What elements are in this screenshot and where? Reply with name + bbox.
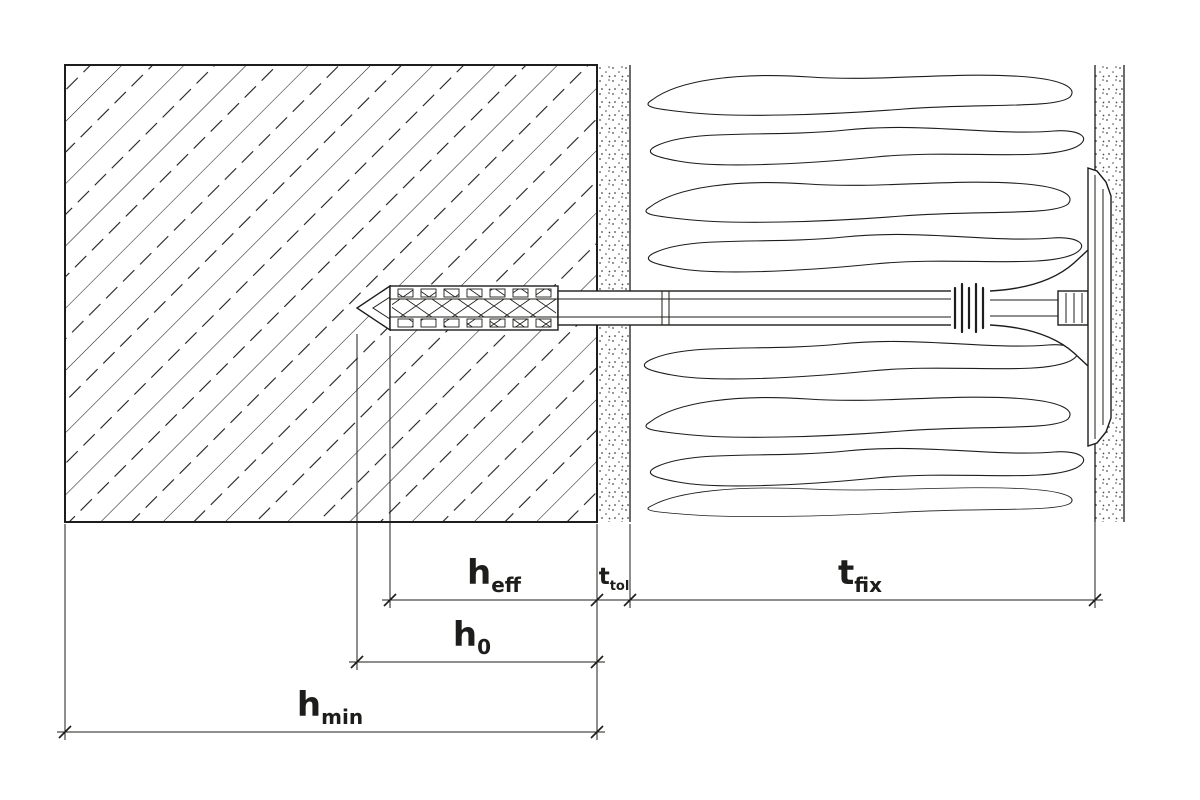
anchor-shaft [557, 290, 953, 326]
dimension-ticks [58, 593, 1102, 739]
insulation-wool-row [647, 74, 1073, 116]
sleeve-teeth-bottom [397, 318, 552, 328]
sleeve-mesh [392, 299, 556, 317]
insulation-anchor [355, 167, 1112, 447]
anchor-neck-flare [989, 249, 1089, 367]
dim-label-h-0: h0 [453, 615, 491, 659]
insulation-wool-row [649, 126, 1085, 166]
extension-lines [64, 334, 1096, 740]
insulation-wool-row [649, 447, 1085, 487]
anchor-plate [1087, 167, 1112, 447]
dim-label-t-tol: ttol [599, 564, 630, 594]
insulation-wool-row [645, 181, 1071, 223]
dimensioning: heff ttol tfix h0 hmin [57, 334, 1103, 740]
dim-label-h-min: hmin [297, 685, 363, 729]
anchor-hub [1057, 290, 1089, 326]
insulation-wool-row [643, 340, 1079, 380]
anchor-expansion-sleeve [389, 285, 559, 331]
dim-label-t-fix: tfix [838, 553, 882, 597]
dim-label-h-eff: heff [467, 553, 522, 597]
anchor-expansion-rings [951, 282, 991, 334]
sleeve-teeth-top [397, 288, 552, 298]
insulation-wool-row [647, 487, 1073, 518]
insulation-wool-row [647, 233, 1083, 273]
insulation-wool-row [645, 396, 1071, 438]
